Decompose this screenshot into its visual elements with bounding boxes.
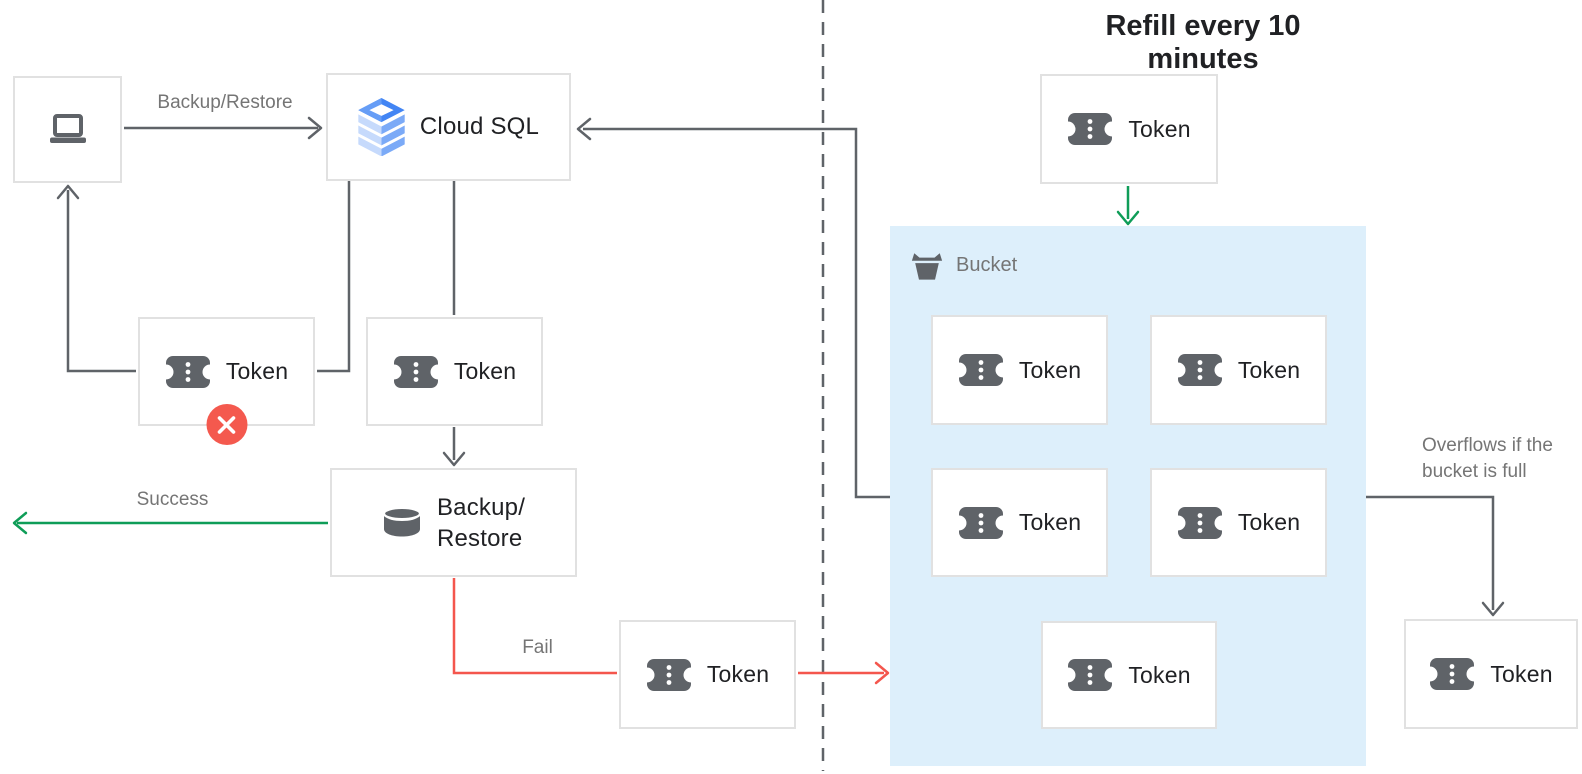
client-node bbox=[13, 76, 122, 183]
ticket-icon bbox=[1067, 113, 1114, 145]
bucket-icon bbox=[911, 253, 943, 280]
database-cylinder-icon bbox=[382, 507, 422, 537]
token-node-overflow: Token bbox=[1404, 619, 1578, 729]
token-label: Token bbox=[1128, 115, 1191, 142]
arrowhead-right-red bbox=[874, 661, 890, 685]
arrowhead-down bbox=[442, 451, 466, 467]
arrowhead-down-green bbox=[1116, 210, 1140, 226]
token-label: Token bbox=[706, 661, 770, 687]
token-node-bucket-1: Token bbox=[931, 315, 1108, 425]
error-badge bbox=[206, 404, 247, 445]
ticket-icon bbox=[957, 506, 1004, 539]
ticket-icon bbox=[645, 658, 692, 691]
edge-label-success: Success bbox=[136, 489, 209, 510]
ticket-icon bbox=[1429, 658, 1476, 690]
ticket-icon bbox=[1176, 354, 1223, 386]
backup-restore-label: Backup/ Restore bbox=[436, 493, 526, 552]
token-label: Token bbox=[1490, 660, 1553, 687]
overflow-note: Overflows if the bucket is full bbox=[1422, 435, 1553, 482]
token-label: Token bbox=[1128, 661, 1191, 688]
token-label: Token bbox=[1018, 356, 1082, 383]
token-label: Token bbox=[1018, 509, 1082, 535]
arrowhead-left-green bbox=[12, 511, 28, 535]
token-node-bucket-4: Token bbox=[1150, 468, 1327, 577]
ticket-icon bbox=[957, 354, 1004, 386]
ticket-icon bbox=[164, 355, 211, 388]
token-label: Token bbox=[1237, 356, 1301, 383]
error-x-icon bbox=[217, 415, 236, 434]
arrowhead-up bbox=[56, 184, 80, 200]
arrowhead-left bbox=[576, 117, 592, 141]
token-node-refill: Token bbox=[1040, 74, 1218, 184]
arrowhead-down bbox=[1481, 601, 1505, 617]
token-node-bucket-5: Token bbox=[1041, 621, 1217, 729]
token-node-failed: Token bbox=[619, 620, 796, 729]
token-node-bucket-2: Token bbox=[1150, 315, 1327, 425]
ticket-icon bbox=[1176, 506, 1223, 539]
token-node-rejected: Token bbox=[138, 317, 315, 445]
bucket-label: Bucket bbox=[956, 254, 1018, 276]
laptop-icon bbox=[49, 113, 86, 143]
token-label: Token bbox=[453, 358, 517, 384]
arrowhead-right bbox=[307, 116, 323, 140]
ticket-icon bbox=[1067, 659, 1114, 691]
token-node-bucket-3: Token bbox=[931, 468, 1108, 577]
edge-label-fail: Fail bbox=[522, 637, 553, 658]
edge-label-backup-restore: Backup/Restore bbox=[157, 92, 293, 113]
token-label: Token bbox=[225, 358, 289, 384]
token-label: Token bbox=[1237, 509, 1301, 535]
cloud-sql-node: Cloud SQL bbox=[326, 73, 571, 181]
cloud-sql-label: Cloud SQL bbox=[419, 113, 540, 140]
backup-restore-node: Backup/ Restore bbox=[330, 468, 577, 577]
ticket-icon bbox=[392, 355, 439, 388]
diagram-title: Refill every 10 minutes bbox=[1105, 10, 1301, 75]
bucket-label-row: Bucket bbox=[910, 250, 1017, 281]
cloud-sql-database-icon bbox=[358, 98, 405, 156]
token-node-consumed: Token bbox=[366, 317, 543, 426]
